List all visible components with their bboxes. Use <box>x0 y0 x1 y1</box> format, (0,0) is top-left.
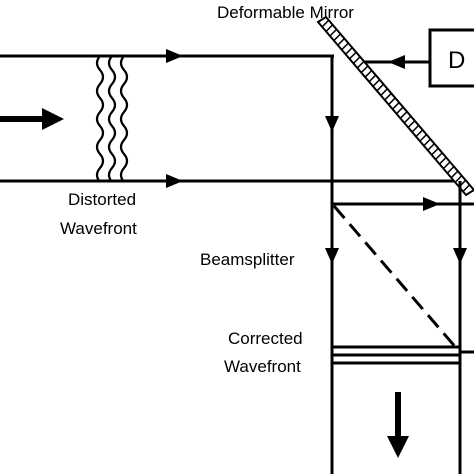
distorted-wavefront <box>95 55 129 183</box>
distorted-wavefront-label-line2: Wavefront <box>60 219 137 238</box>
lower-beam-arrow <box>166 174 183 188</box>
beamsplitter-label: Beamsplitter <box>200 250 295 269</box>
corrected-wavefront-label-line1: Corrected <box>228 329 303 348</box>
down-arrow-3 <box>453 248 467 264</box>
dm-box-label: D <box>448 47 465 74</box>
output-arrow-head <box>387 436 409 458</box>
deformable-mirror-label: Deformable Mirror <box>217 3 354 22</box>
down-arrow-1 <box>325 116 339 132</box>
reflected-beam-arrow <box>423 197 440 211</box>
distorted-wavefront-label-line1: Distorted <box>68 190 136 209</box>
upper-beam-arrow <box>166 49 183 63</box>
corrected-wavefront-label-line2: Wavefront <box>224 357 301 376</box>
down-arrow-2 <box>325 248 339 264</box>
corrected-wavefront <box>332 345 460 365</box>
beamsplitter <box>332 205 460 351</box>
input-arrow-head <box>42 108 64 130</box>
dm-box <box>428 28 474 88</box>
deformable-mirror <box>316 15 474 197</box>
dm-feedback-arrow <box>388 55 405 69</box>
